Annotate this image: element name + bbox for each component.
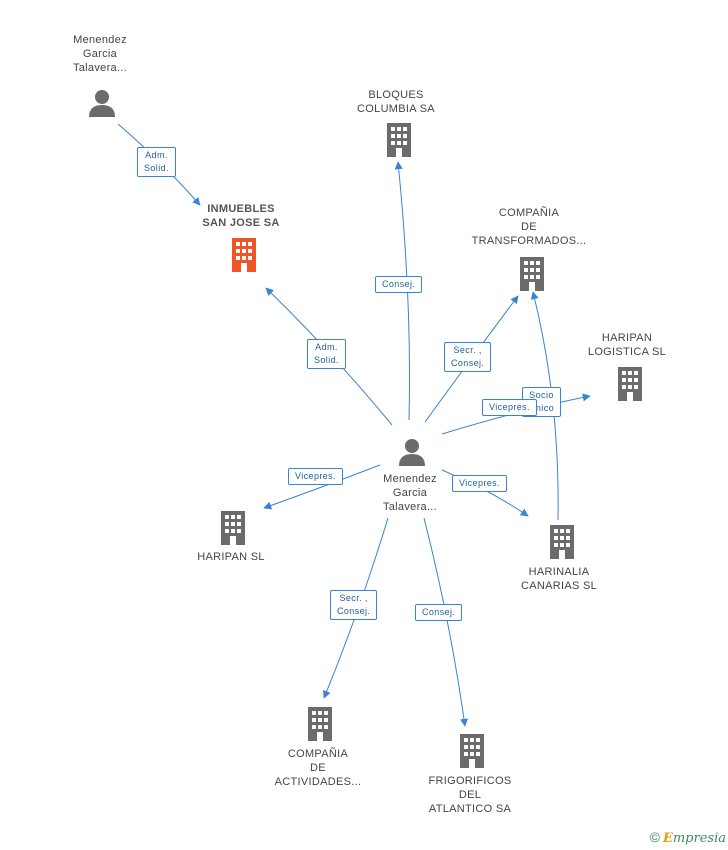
label-line: LOGISTICA SL — [587, 346, 667, 358]
building-icon[interactable] — [384, 122, 414, 158]
label-line: SAN JOSE SA — [202, 217, 280, 229]
node-label-bloques[interactable]: BLOQUES COLUMBIA SA — [336, 88, 456, 116]
label-line: Talavera... — [382, 501, 438, 513]
building-icon[interactable] — [615, 366, 645, 402]
node-label-person-center[interactable]: Menendez Garcia Talavera... — [350, 472, 470, 514]
label-line: HARINALIA — [528, 566, 590, 578]
person-icon[interactable] — [87, 88, 117, 118]
label-line: INMUEBLES — [207, 203, 275, 215]
edge-line-center-to-frigorificos — [423, 517, 468, 727]
edge-label-vicepres[interactable]: Vicepres. — [482, 399, 537, 416]
edge-label-line: Vicepres. — [489, 402, 530, 412]
edge-label-adm-solid[interactable]: Adm. Solid. — [137, 147, 176, 177]
label-line: DE — [310, 762, 326, 774]
edge-label-line: Secr. , — [453, 345, 482, 355]
label-line: ACTIVIDADES... — [274, 776, 362, 788]
node-label-actividades[interactable]: COMPAÑIA DE ACTIVIDADES... — [258, 747, 378, 789]
node-label-haripan-logistica[interactable]: HARIPAN LOGISTICA SL — [572, 331, 682, 359]
empresia-watermark: ©Empresia — [650, 829, 726, 846]
node-label-inmuebles[interactable]: INMUEBLES SAN JOSE SA — [176, 202, 306, 230]
node-label-person-top[interactable]: Menendez Garcia Talavera... — [40, 33, 160, 75]
edge-label-line: Secr. , — [339, 593, 368, 603]
edge-label-line: Adm. — [145, 150, 168, 160]
label-line: CANARIAS SL — [520, 580, 598, 592]
edge-label-secr-consej[interactable]: Secr. , Consej. — [444, 342, 492, 372]
copyright-symbol: © — [649, 829, 660, 845]
label-line: DEL — [458, 789, 482, 801]
brand-name: Empresia — [663, 831, 726, 846]
node-label-haripan[interactable]: HARIPAN SL — [176, 550, 286, 564]
edge-label-line: Solid. — [144, 163, 169, 173]
edge-label-line: Solid. — [314, 355, 339, 365]
person-icon[interactable] — [397, 437, 427, 467]
label-line: Garcia — [82, 48, 118, 60]
building-icon[interactable] — [547, 524, 577, 560]
building-icon[interactable] — [517, 256, 547, 292]
label-line: TRANSFORMADOS... — [471, 235, 587, 247]
building-icon[interactable] — [457, 733, 487, 769]
label-line: COLUMBIA SA — [357, 103, 435, 115]
edge-label-line: Consej. — [422, 607, 456, 617]
edge-label-line: Único — [529, 403, 555, 413]
node-label-frigorificos[interactable]: FRIGORIFICOS DEL ATLANTICO SA — [410, 774, 530, 816]
label-line: COMPAÑIA — [498, 207, 560, 219]
building-icon[interactable] — [305, 706, 335, 742]
label-line: HARIPAN — [601, 332, 653, 344]
label-line: HARIPAN SL — [197, 551, 265, 563]
building-icon[interactable] — [229, 237, 259, 273]
node-label-transformados[interactable]: COMPAÑIA DE TRANSFORMADOS... — [464, 206, 594, 248]
label-line: Menendez — [73, 34, 127, 46]
building-icon[interactable] — [218, 510, 248, 546]
edge-label-line: Consej. — [337, 606, 371, 616]
brand-initial: E — [662, 831, 673, 846]
edge-label-consej[interactable]: Consej. — [375, 276, 423, 293]
node-label-harinalia[interactable]: HARINALIA CANARIAS SL — [504, 565, 614, 593]
edge-label-secr-consej[interactable]: Secr. , Consej. — [330, 590, 378, 620]
edge-label-vicepres[interactable]: Vicepres. — [452, 475, 507, 492]
label-line: FRIGORIFICOS — [428, 775, 512, 787]
edge-label-line: Consej. — [382, 279, 416, 289]
label-line: BLOQUES — [368, 89, 424, 101]
edge-label-consej[interactable]: Consej. — [415, 604, 463, 621]
edge-line-center-to-bloques — [394, 161, 411, 421]
label-line: DE — [521, 221, 537, 233]
edge-label-line: Socio — [529, 390, 554, 400]
brand-rest: mpresia — [672, 831, 726, 846]
edge-line-center-to-haripan — [263, 464, 381, 510]
edge-label-line: Adm. — [315, 342, 338, 352]
label-line: COMPAÑIA — [287, 748, 349, 760]
edge-label-line: Vicepres. — [295, 471, 336, 481]
label-line: ATLANTICO SA — [428, 803, 512, 815]
edge-label-adm-solid[interactable]: Adm. Solid. — [307, 339, 346, 369]
label-line: Menendez — [383, 473, 437, 485]
edge-label-line: Consej. — [451, 358, 485, 368]
label-line: Talavera... — [72, 62, 128, 74]
edge-label-vicepres[interactable]: Vicepres. — [288, 468, 343, 485]
edge-label-line: Vicepres. — [459, 478, 500, 488]
label-line: Garcia — [392, 487, 428, 499]
